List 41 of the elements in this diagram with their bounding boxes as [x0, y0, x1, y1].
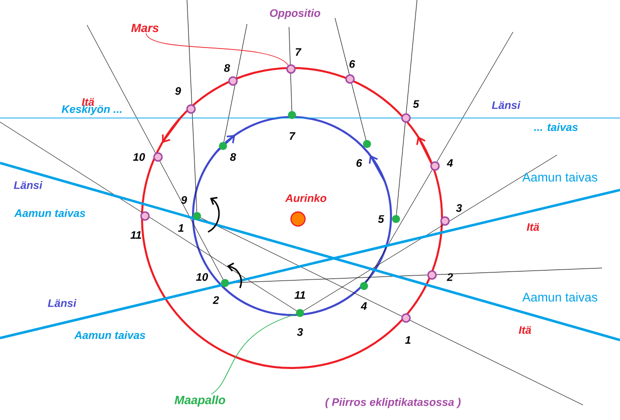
planet-name: Mars — [131, 24, 159, 32]
leader-line — [210, 314, 296, 395]
sky-label: Aamun taivas — [14, 208, 86, 218]
sky-label: Keskiyön ... — [62, 104, 122, 116]
position-number: 8 — [224, 64, 230, 72]
position-number: 10 — [196, 273, 208, 281]
sky-label: Länsi — [48, 298, 76, 308]
position-number: 11 — [294, 291, 306, 299]
position-number: 11 — [130, 231, 142, 239]
position-number: 5 — [378, 215, 384, 223]
position-number: 1 — [178, 224, 184, 232]
sky-label: Aurinko — [285, 194, 326, 202]
position-number: 3 — [297, 328, 303, 336]
position-number: 10 — [133, 153, 145, 161]
planet-name: Maapallo — [174, 395, 226, 407]
sky-label: Länsi — [492, 100, 520, 110]
position-number: 1 — [405, 336, 410, 344]
sky-label: Itä — [518, 326, 532, 334]
position-number: 6 — [356, 159, 362, 167]
sky-label: Länsi — [14, 180, 42, 190]
position-number: 9 — [175, 87, 181, 95]
position-number: 9 — [181, 196, 187, 204]
sky-label: ( Piirros ekliptikatasossa ) — [325, 398, 461, 408]
sky-label: Oppositio — [270, 8, 320, 20]
position-number: 4 — [446, 159, 453, 167]
sky-label: Aamun taivas — [522, 172, 598, 182]
sky-label: Aamun taivas — [74, 330, 146, 340]
position-number: 8 — [230, 153, 236, 161]
sky-label: Itä — [82, 98, 94, 106]
position-number: 5 — [413, 100, 420, 108]
sky-label: ... taivas — [534, 122, 578, 132]
position-number: 4 — [360, 302, 367, 310]
sky-label: Itä — [526, 223, 540, 231]
position-number: 7 — [290, 132, 296, 140]
position-number: 6 — [349, 60, 356, 68]
position-number: 2 — [446, 273, 453, 281]
leader-line — [146, 33, 289, 66]
sky-label: Aamun taivas — [522, 292, 598, 302]
position-number: 3 — [456, 204, 462, 212]
position-number: 7 — [296, 48, 302, 56]
position-number: 2 — [212, 296, 219, 304]
